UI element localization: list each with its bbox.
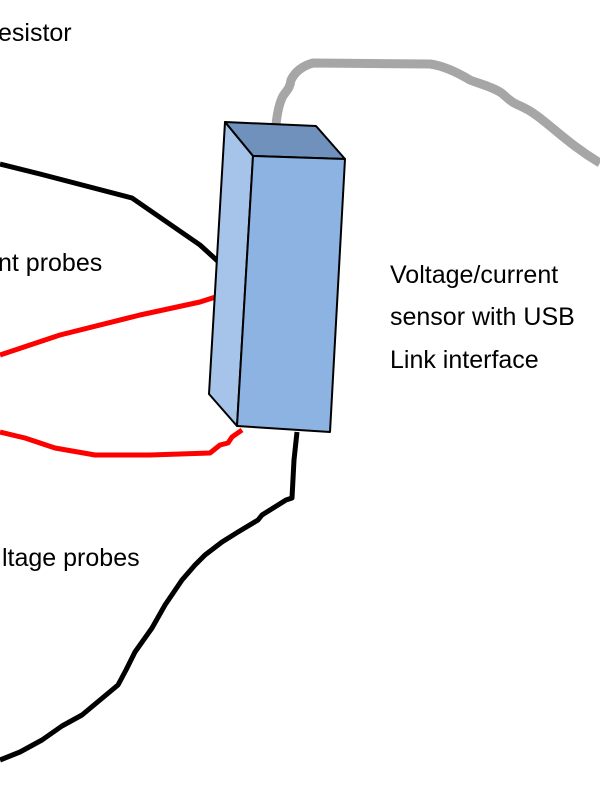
- voltage-probes-label: ltage probes: [2, 544, 140, 572]
- sensor-box-front: [236, 155, 346, 433]
- resistor-label: esistor: [0, 19, 72, 47]
- sensor-label-line2: sensor with USB: [390, 303, 575, 331]
- current-probe-wire-red: [0, 288, 235, 358]
- current-probes-label: nt probes: [0, 249, 102, 277]
- voltage-probe-wire-red: [0, 427, 244, 458]
- sensor-label-line1: Voltage/current: [390, 261, 558, 289]
- voltage-probe-wire-black: [0, 431, 300, 763]
- current-probe-wire-black: [0, 161, 224, 267]
- usb-cable: [270, 58, 600, 167]
- sensor-label-line3: Link interface: [390, 346, 539, 374]
- sensor-box: [208, 121, 346, 433]
